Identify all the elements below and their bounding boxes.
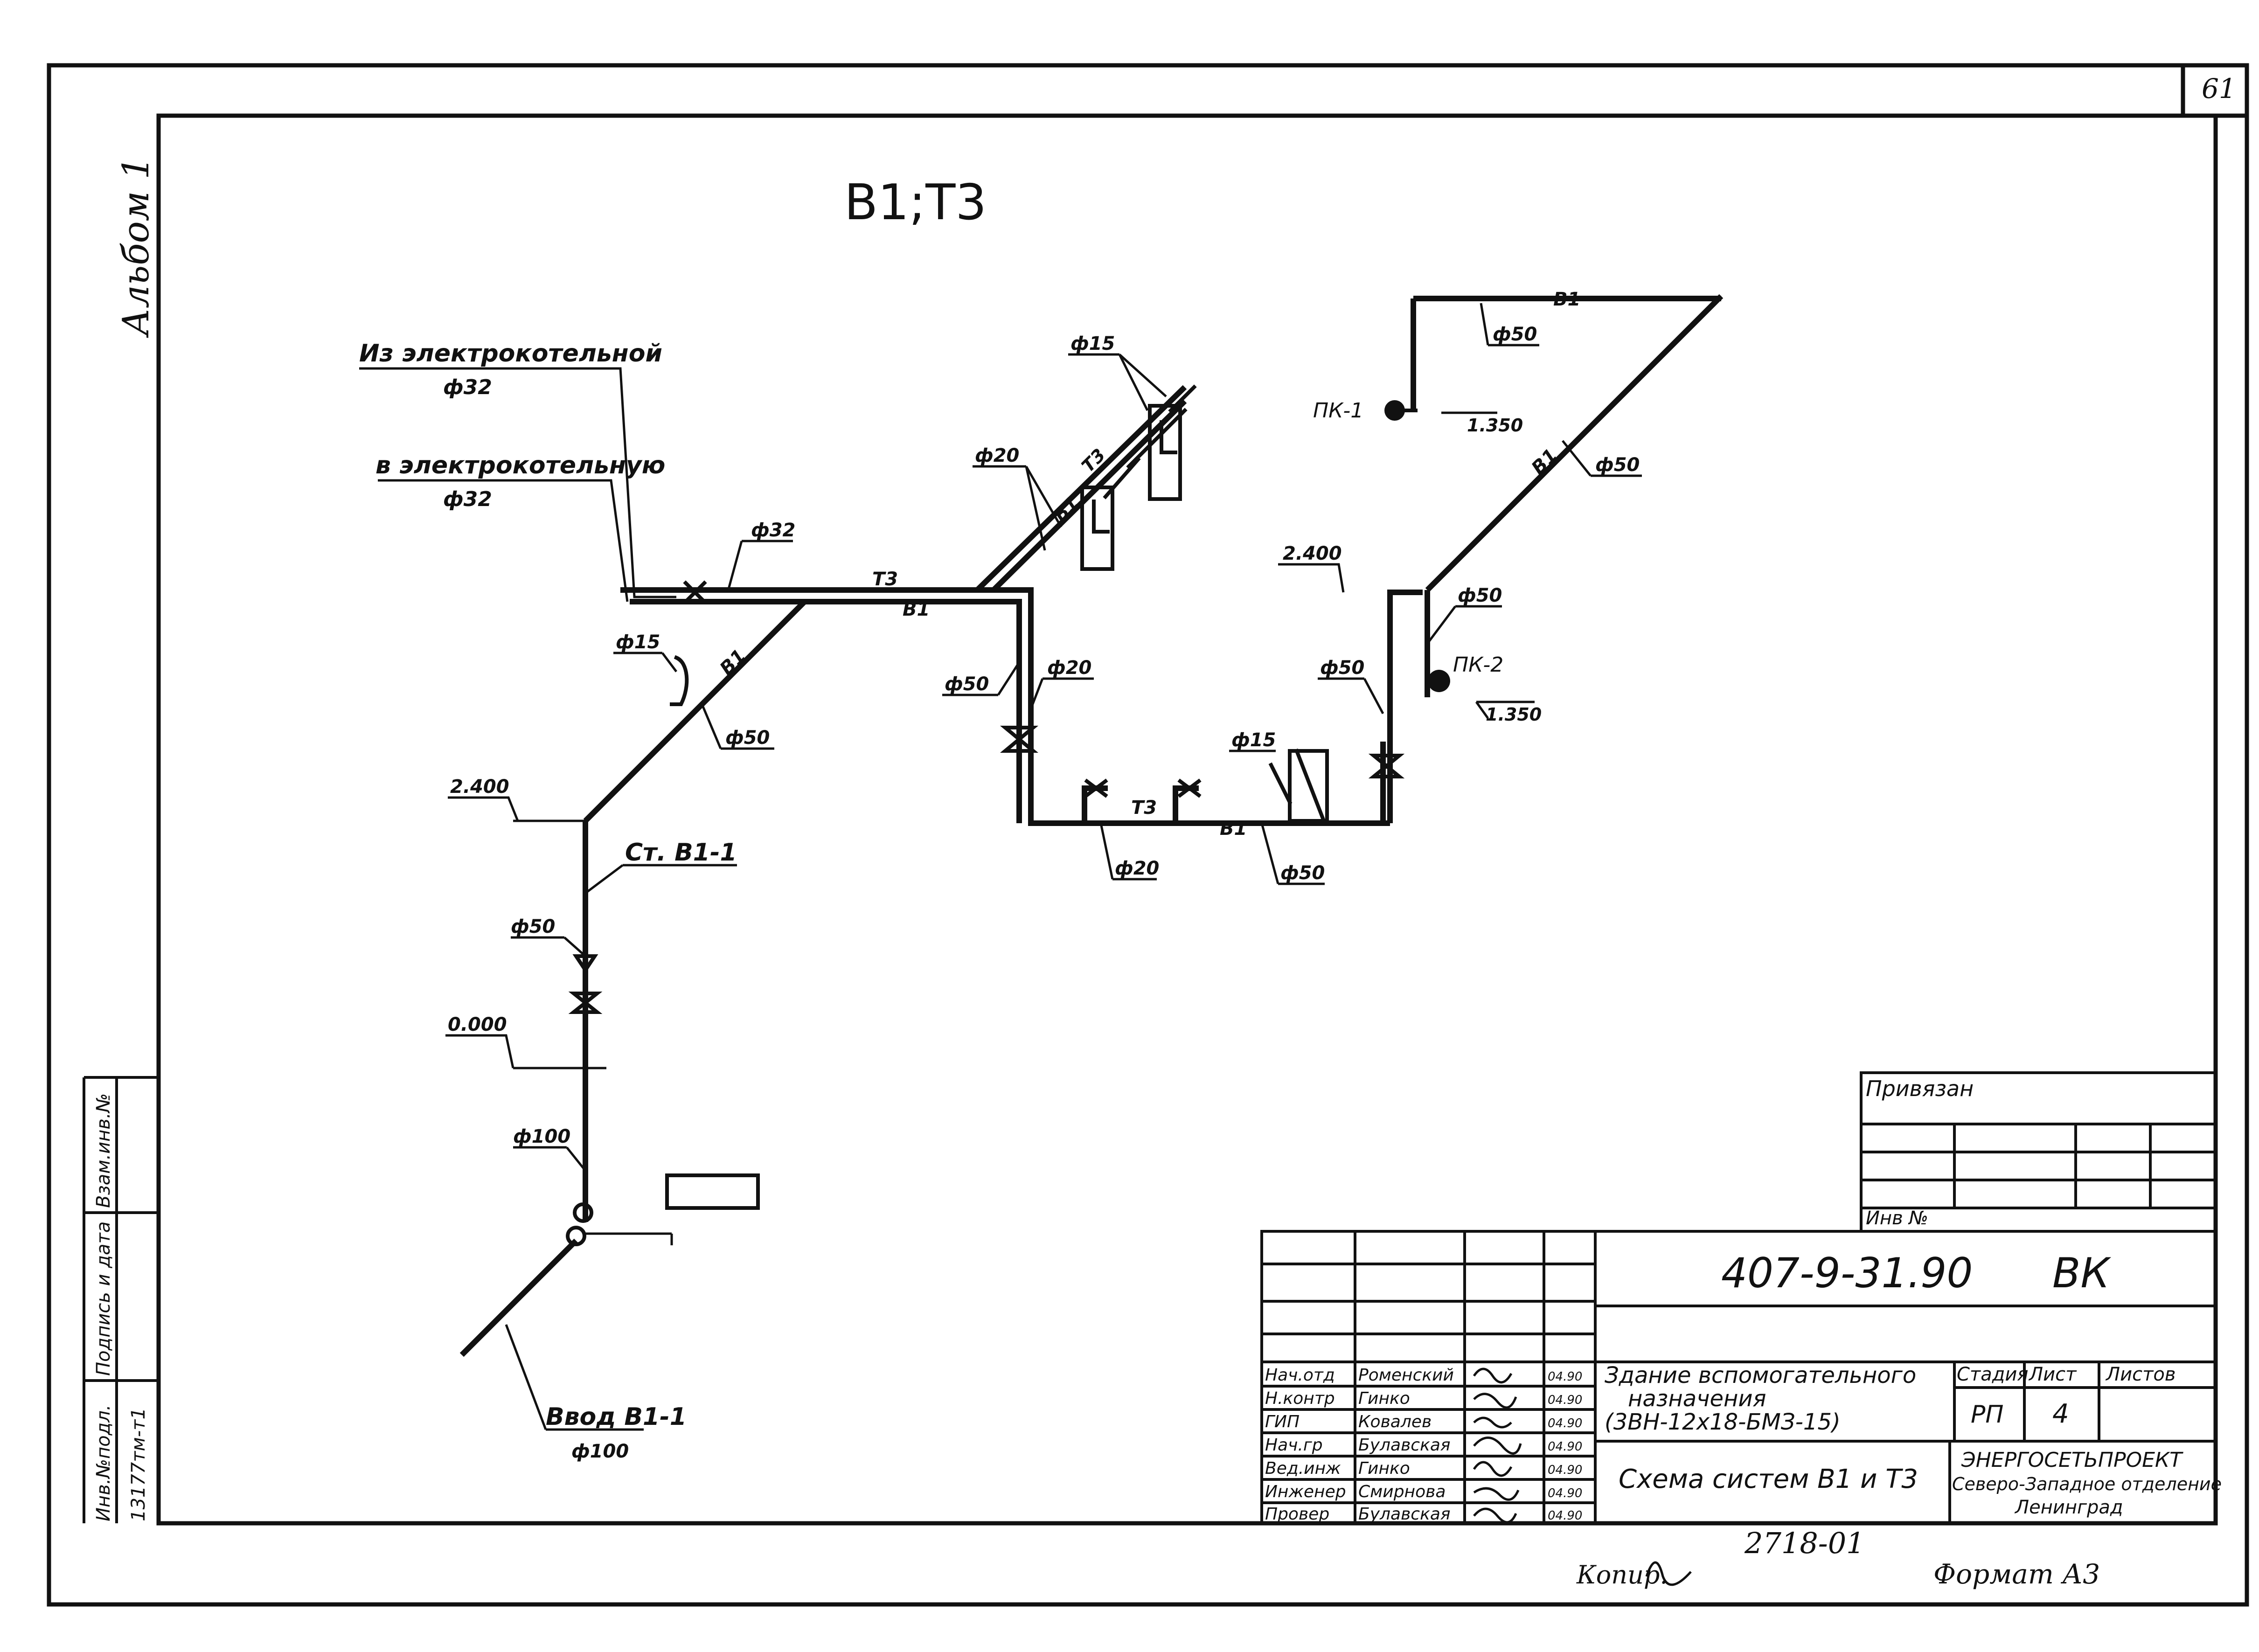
stamp-sheet-no: 4 (2052, 1399, 2069, 1429)
date-2: 04.90 (1548, 1416, 1582, 1430)
role-0: Нач.отд (1265, 1366, 1335, 1385)
label-t3-low: Т3 (1131, 797, 1157, 819)
label-d100-b: ф100 (571, 1441, 629, 1462)
label-d15-left: ф15 (616, 632, 660, 653)
side-inv-podl: Инв.№подл. (93, 1404, 114, 1521)
label-el-1350a: 1.350 (1467, 415, 1523, 436)
title-block-grid (1260, 1071, 2217, 1525)
label-d50-left: ф50 (945, 673, 989, 695)
label-d50-main: ф50 (725, 727, 770, 749)
label-d50-r3: ф50 (1595, 454, 1640, 476)
stamp-org-2: Северо-Западное отделение (1952, 1474, 2222, 1494)
label-b1-main: В1 (716, 645, 751, 680)
label-d20-bot: ф20 (1115, 858, 1159, 879)
role-3: Нач.гр (1265, 1436, 1323, 1455)
role-5: Инженер (1265, 1482, 1346, 1501)
stamp-org-1: ЭНЕРГОСЕТЬПРОЕКТ (1961, 1448, 2183, 1472)
label-el-0000: 0.000 (448, 1014, 507, 1035)
side-podpis: Подпись и дата (93, 1222, 114, 1376)
copy-signature (1645, 1561, 1692, 1586)
stamp-object-2: назначения (1628, 1386, 1766, 1412)
label-d50-r2: ф50 (1458, 585, 1502, 606)
stamp-code: 407-9-31.90 (1721, 1249, 1973, 1297)
label-d50-riser: ф50 (511, 916, 555, 937)
date-3: 04.90 (1548, 1440, 1582, 1454)
name-1: Гинко (1358, 1389, 1410, 1408)
bottom-format: Формат А3 (1933, 1558, 2100, 1590)
label-d50-r4: ф50 (1493, 324, 1537, 345)
label-pk2: ПК-2 (1453, 653, 1503, 677)
label-t3-branch: Т3 (1077, 444, 1109, 476)
role-1: Н.контр (1265, 1389, 1335, 1408)
label-d50-r1: ф50 (1320, 657, 1364, 679)
label-d32a: ф32 (443, 375, 492, 399)
album-label: Альбом 1 (115, 156, 157, 338)
stamp-org-3: Ленинград (2014, 1497, 2123, 1518)
sheet-frame (47, 63, 2249, 1607)
pipe-network (359, 294, 1724, 1357)
label-d20-top: ф20 (975, 445, 1019, 466)
label-d32b: ф32 (443, 487, 492, 511)
label-riser: Ст. В1-1 (625, 839, 737, 867)
valve-symbols (566, 580, 1405, 1246)
label-d15-top: ф15 (1070, 333, 1115, 354)
label-b1-low: В1 (1220, 818, 1247, 840)
label-b1-right: В1 (1528, 444, 1562, 479)
signature-rows: Нач.отд Роменский 04.90 Н.контр Гинко 04… (1265, 1366, 1582, 1524)
page-number: 61 (2202, 73, 2236, 104)
date-0: 04.90 (1548, 1370, 1582, 1384)
date-6: 04.90 (1548, 1509, 1582, 1523)
stamp-sheet-title: Схема систем В1 и Т3 (1619, 1464, 1918, 1494)
signature-marks (1473, 1367, 1522, 1524)
label-el-1350b: 1.350 (1486, 704, 1542, 725)
bottom-number: 2718-01 (1744, 1526, 1865, 1560)
role-4: Вед.инж (1265, 1459, 1341, 1478)
label-b1-topright: В1 (1553, 289, 1580, 310)
label-pk1: ПК-1 (1313, 399, 1363, 423)
label-b1-top: В1 (903, 599, 930, 620)
label-d20-mid: ф20 (1047, 657, 1091, 679)
side-inv-value: 13177тм-т1 (128, 1408, 149, 1521)
stamp-mark: ВК (2052, 1249, 2111, 1297)
name-5: Смирнова (1358, 1482, 1446, 1501)
label-b1-branch: В1 (1050, 493, 1082, 525)
role-2: ГИП (1265, 1412, 1300, 1431)
date-1: 04.90 (1548, 1393, 1582, 1407)
label-d32c: ф32 (751, 520, 795, 541)
label-t3-main: Т3 (872, 569, 898, 590)
label-d50-bot: ф50 (1280, 862, 1325, 884)
bottom-copy: Копир. (1576, 1560, 1668, 1590)
name-2: Ковалев (1358, 1412, 1432, 1431)
stamp-col-stage: Стадия (1957, 1364, 2028, 1385)
elevation-marks (445, 411, 1535, 1245)
leader-lines (505, 303, 1642, 1431)
label-v-kotelnuyu: в электрокотельную (375, 451, 665, 479)
side-stamp (83, 1076, 159, 1523)
label-d15-mid: ф15 (1231, 729, 1276, 751)
stamp-col-sheet: Лист (2028, 1364, 2077, 1385)
label-d100-a: ф100 (513, 1126, 570, 1147)
name-0: Роменский (1358, 1366, 1454, 1385)
legend-box (665, 1173, 760, 1210)
date-4: 04.90 (1548, 1463, 1582, 1477)
stamp-stage: РП (1971, 1401, 2003, 1429)
side-vzam: Взам.инв.№ (93, 1093, 114, 1208)
role-6: Провер (1265, 1505, 1329, 1524)
stamp-privyazan: Привязан (1866, 1076, 1974, 1101)
label-iz-kotelnoy: Из электрокотельной (359, 340, 662, 368)
name-4: Гинко (1358, 1459, 1410, 1478)
label-el-2400b: 2.400 (1283, 543, 1342, 564)
date-5: 04.90 (1548, 1486, 1582, 1500)
label-vvod: Ввод В1-1 (546, 1403, 687, 1431)
drawing-title: B1;T3 (844, 174, 987, 231)
label-el-2400a: 2.400 (450, 776, 509, 798)
name-6: Булавская (1358, 1505, 1451, 1524)
stamp-object-3: (3ВН-12х18-БМЗ-15) (1605, 1409, 1841, 1435)
name-3: Булавская (1358, 1436, 1451, 1455)
stamp-col-sheets: Листов (2105, 1364, 2176, 1385)
stamp-inv-no: Инв № (1866, 1208, 1928, 1229)
stamp-object-1: Здание вспомогательного (1605, 1362, 1916, 1388)
